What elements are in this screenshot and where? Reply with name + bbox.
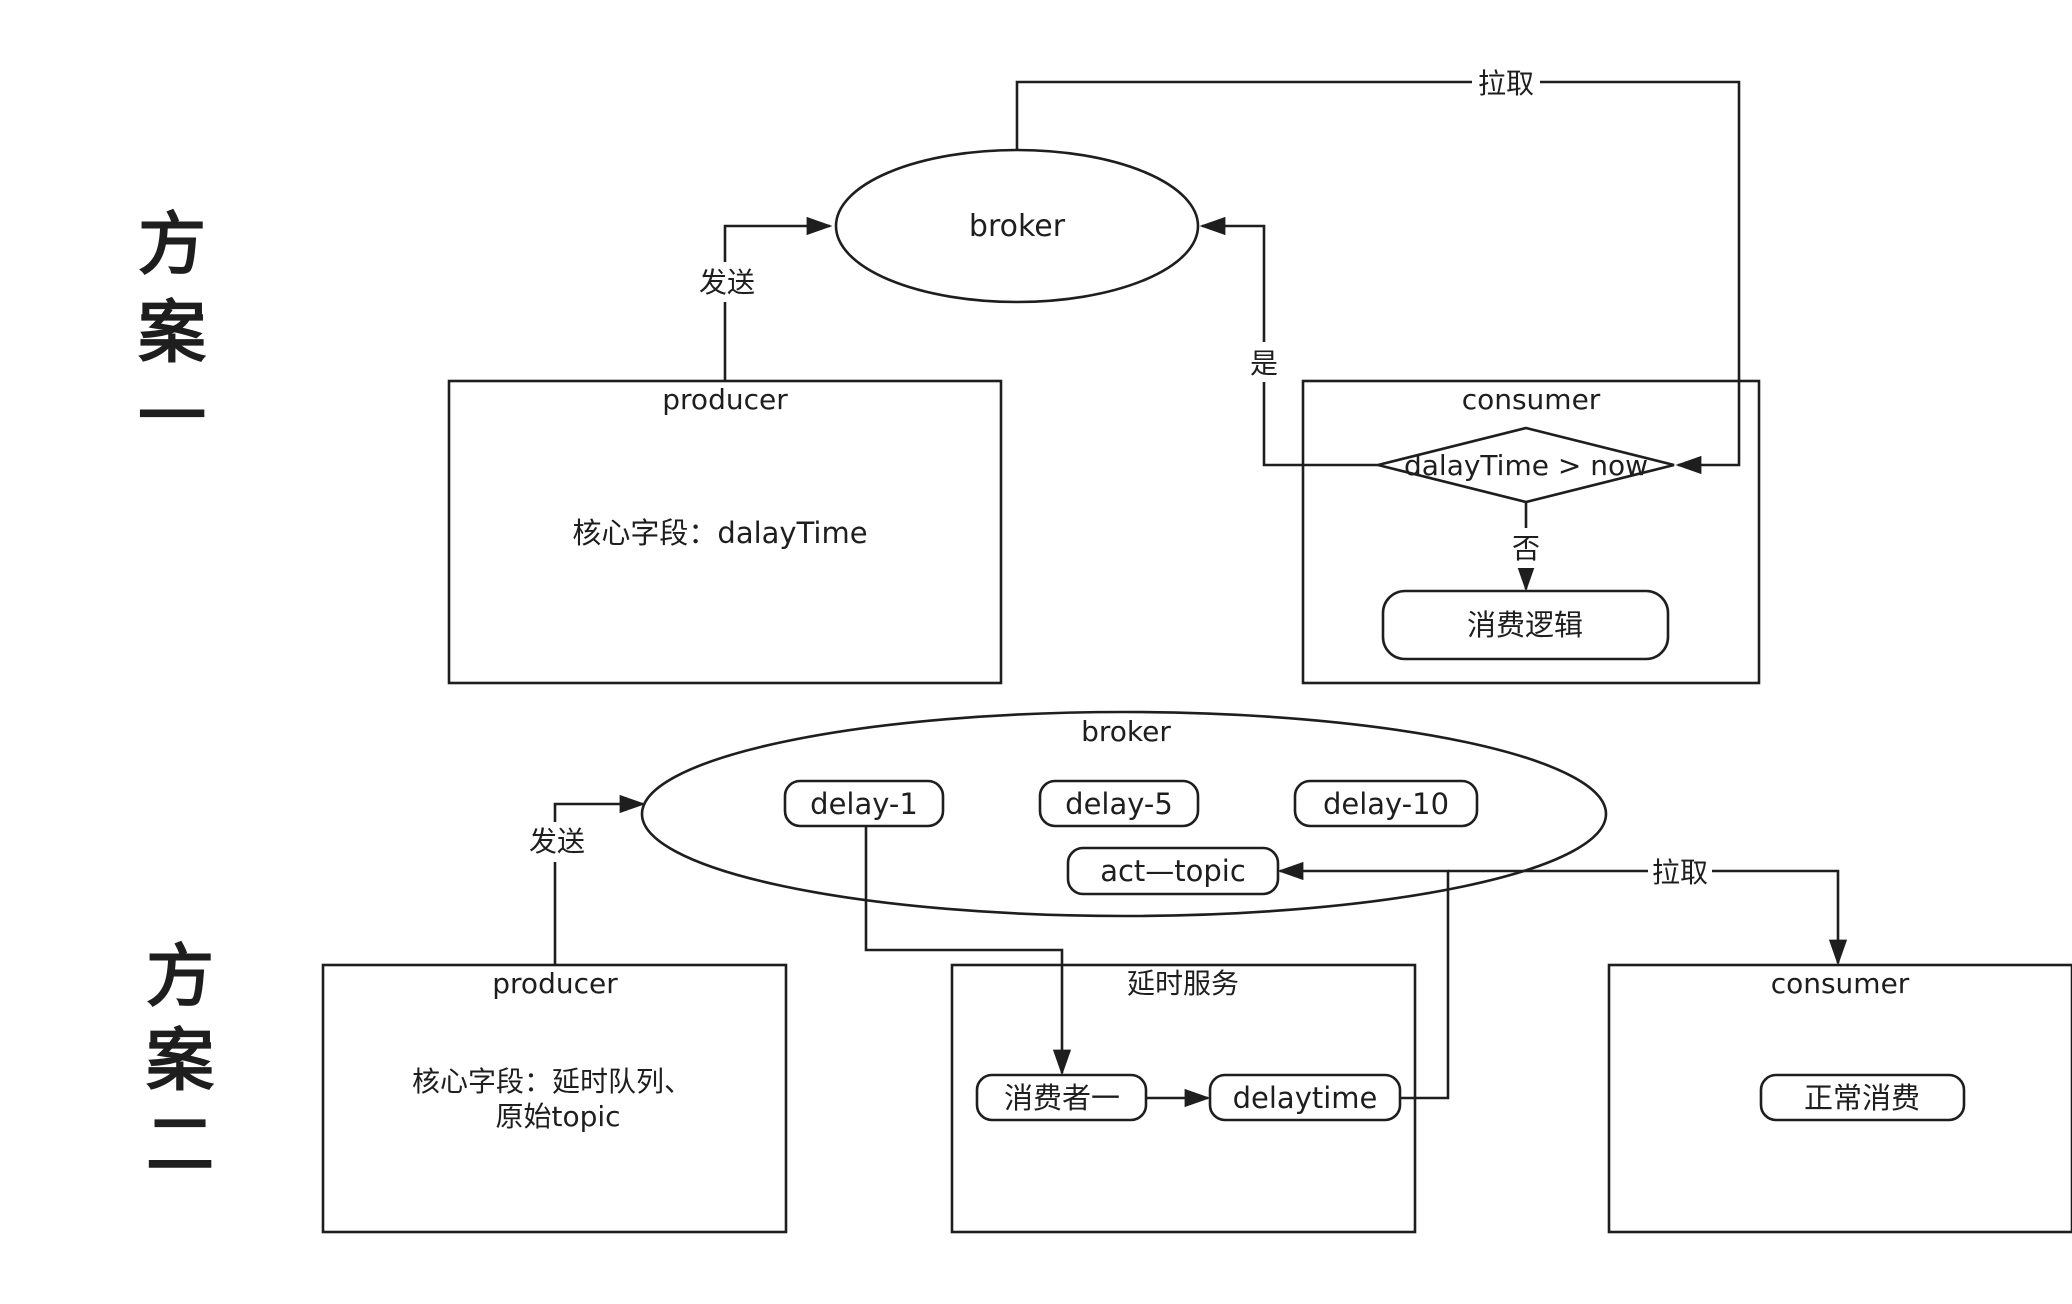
- plan-one-producer-box[interactable]: [447, 379, 1003, 685]
- plan-two-title-char-3: 二: [146, 1106, 214, 1185]
- plan-two-send-edge: [553, 794, 646, 965]
- plan-one-decision-label: dalayTime > now: [1404, 449, 1648, 482]
- plan-two-delaytime-to-act-topic-edge: [1277, 861, 1450, 1100]
- plan-one-send-label-bg: [695, 262, 757, 302]
- plan-two: 方 案 二 broker delay-1 delay-5 delay-10 ac…: [146, 710, 2072, 1234]
- plan-two-send-label: 发送: [529, 825, 585, 858]
- plan-two-consumer-one-label: 消费者一: [1004, 1081, 1120, 1115]
- plan-one-pull-label: 拉取: [1478, 67, 1534, 100]
- plan-two-delay-service-title: 延时服务: [1127, 967, 1239, 1000]
- plan-two-pull-label: 拉取: [1652, 856, 1708, 889]
- plan-one-send-edge: [723, 216, 833, 381]
- plan-two-topic-delay-5[interactable]: [1038, 779, 1200, 828]
- plan-one-send-label: 发送: [699, 266, 755, 299]
- plan-one-producer-field: 核心字段：dalayTime: [572, 516, 867, 550]
- plan-two-topic-delay-5-label: delay-5: [1065, 787, 1173, 821]
- plan-two-producer-box[interactable]: [321, 963, 788, 1234]
- plan-one-no-label: 否: [1512, 532, 1540, 565]
- plan-one-yes-label-bg: [1246, 342, 1282, 382]
- plan-one-yes-label: 是: [1250, 347, 1278, 380]
- plan-two-delaytime-label: delaytime: [1233, 1081, 1378, 1115]
- plan-two-topic-delay-10[interactable]: [1293, 779, 1479, 828]
- plan-two-consumer-title: consumer: [1771, 967, 1910, 1000]
- plan-one-consumer-title: consumer: [1462, 383, 1601, 416]
- plan-one-pull-label-bg: [1472, 62, 1540, 102]
- plan-two-normal-consume[interactable]: [1759, 1073, 1966, 1122]
- plan-two-producer-field-line-2: 原始topic: [495, 1100, 620, 1133]
- plan-two-producer-title: producer: [492, 967, 618, 1000]
- plan-one-title-char-1: 方: [138, 206, 206, 285]
- plan-one-title-char-3: 一: [138, 378, 206, 457]
- plan-one-consume-logic-label: 消费逻辑: [1467, 608, 1583, 642]
- plan-two-producer-field-line-1: 核心字段：延时队列、: [412, 1065, 692, 1098]
- plan-one-broker-label: broker: [969, 209, 1066, 244]
- plan-two-topic-delay-1[interactable]: [783, 779, 945, 828]
- plan-one-no-label-bg: [1508, 528, 1544, 568]
- plan-two-broker-label: broker: [1081, 715, 1171, 748]
- plan-two-delay1-to-consumer-edge: [864, 826, 1072, 1076]
- plan-two-pull-label-bg: [1648, 853, 1712, 891]
- plan-one: 方 案 一 producer 核心字段：dalayTime broker con…: [138, 62, 1761, 685]
- plan-two-topic-delay-10-label: delay-10: [1323, 787, 1449, 821]
- plan-one-pull-edge: [1015, 80, 1741, 475]
- plan-two-topic-delay-1-label: delay-1: [810, 787, 918, 821]
- plan-two-title-char-2: 案: [146, 1022, 215, 1101]
- plan-two-pull-edge: [1448, 869, 1848, 966]
- plan-two-title-char-1: 方: [146, 938, 214, 1017]
- plan-one-title-char-2: 案: [138, 294, 207, 373]
- plan-one-producer-title: producer: [662, 383, 788, 416]
- plan-two-normal-consume-label: 正常消费: [1804, 1081, 1920, 1115]
- plan-two-topic-act-topic-label: act—topic: [1100, 854, 1246, 888]
- plan-two-send-label-bg: [525, 822, 587, 862]
